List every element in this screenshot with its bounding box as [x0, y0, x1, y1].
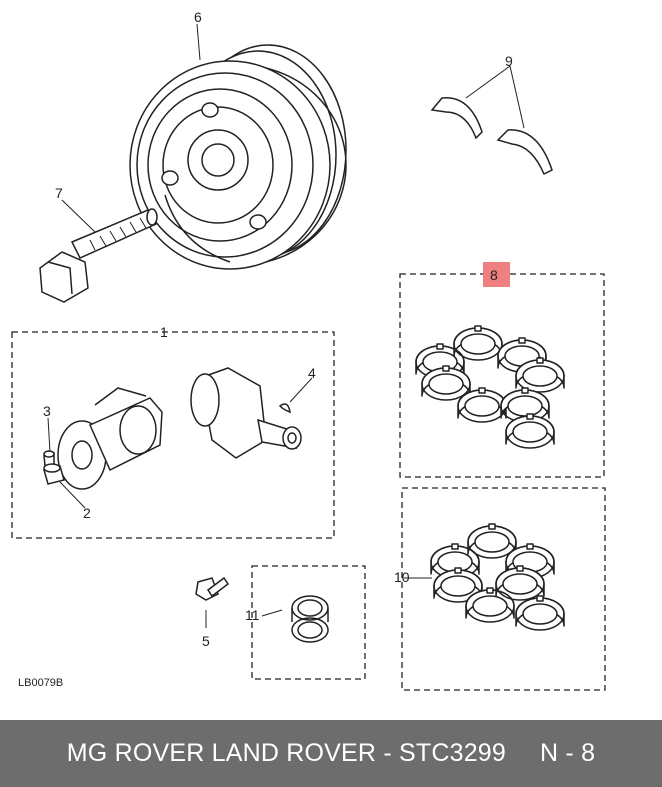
- callout-8: 8: [490, 267, 498, 283]
- callout-7: 7: [55, 185, 63, 201]
- footer-page-ref: N - 8: [540, 739, 596, 767]
- footer-brand-part-number: MG ROVER LAND ROVER - STC3299: [66, 739, 507, 767]
- crankshaft-pulley: [129, 44, 347, 270]
- thrust-washers: [430, 97, 553, 176]
- callout-2: 2: [83, 505, 91, 521]
- callout-5: 5: [202, 633, 210, 649]
- callout-8-highlight: [483, 262, 510, 287]
- reference-code: LB0079B: [18, 677, 63, 689]
- crankshaft-assembly: [57, 367, 302, 490]
- small-parts: [43, 403, 291, 601]
- pulley-bolt: [39, 208, 158, 303]
- footer-text: MG ROVER LAND ROVER - STC3299 N - 8: [67, 739, 595, 768]
- callout-11: 11: [245, 607, 260, 623]
- callout-10: 10: [394, 569, 410, 585]
- big-end-shells: [291, 595, 329, 643]
- group-boxes: [11, 273, 606, 691]
- callout-1: 1: [160, 324, 168, 340]
- main-bearing-shells: [415, 325, 565, 449]
- callout-3: 3: [43, 403, 51, 419]
- callout-4: 4: [308, 365, 316, 381]
- parts-diagram: 6 7 9 8 1 4 3 2 10 11 5 LB0079B: [11, 9, 606, 691]
- undersize-bearing-shells: [430, 523, 565, 631]
- leader-lines: [47, 23, 525, 628]
- callout-6: 6: [194, 9, 202, 25]
- callout-9: 9: [505, 53, 513, 69]
- footer-bar: MG ROVER LAND ROVER - STC3299 N - 8: [0, 720, 662, 787]
